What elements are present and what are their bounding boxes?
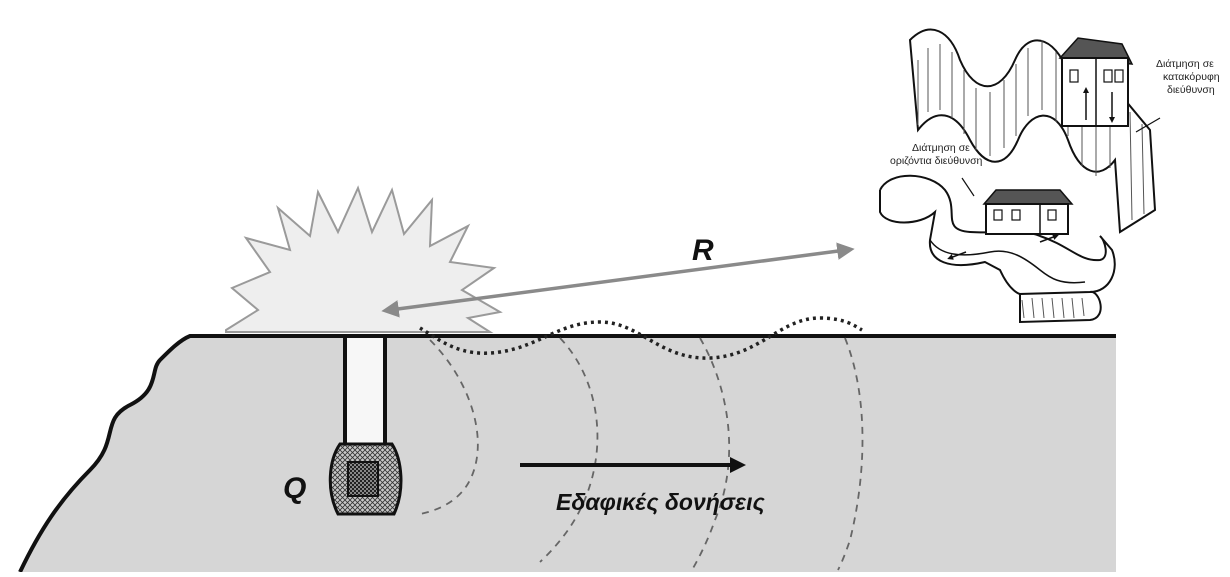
leader-line <box>1135 117 1161 133</box>
charge-label: Q <box>283 472 306 505</box>
meandering-strip-edge <box>929 239 1086 284</box>
meandering-ground-strip <box>879 174 1116 324</box>
window <box>1047 209 1057 221</box>
wave-front-4 <box>837 337 864 571</box>
wavy-ground-block <box>908 28 1157 234</box>
window <box>1011 209 1021 221</box>
ground-outline <box>18 334 345 573</box>
small-house-wall <box>985 203 1069 235</box>
left-arrow <box>947 251 967 260</box>
wave-front-1 <box>419 339 479 515</box>
leader-line <box>961 177 975 197</box>
window <box>1069 69 1079 83</box>
right-arrow <box>1039 234 1059 243</box>
borehole <box>343 334 387 448</box>
wave-front-2 <box>539 337 599 563</box>
horizontal-shear-label: Διάτμηση σε οριζόντια διεύθυνση <box>890 142 983 167</box>
strip-hatching <box>1021 297 1085 319</box>
distance-label: R <box>692 234 714 267</box>
window <box>993 209 1003 221</box>
explosive-charge <box>347 461 379 497</box>
building-damage-illustration: Διάτμηση σε κατακόρυφη διεύθυνση Διάτμησ… <box>879 28 1223 324</box>
explosion-burst <box>225 185 503 333</box>
vibrations-label: Εδαφικές δονήσεις <box>556 489 765 515</box>
small-house-roof <box>982 189 1074 205</box>
distance-arrow <box>381 242 855 318</box>
window <box>1114 69 1124 83</box>
vertical-shear-label: Διάτμηση σε κατακόρυφη διεύθυνση <box>1156 58 1223 96</box>
tall-house-wall <box>1061 57 1129 127</box>
ground-mass <box>20 336 1116 572</box>
window <box>1103 69 1113 83</box>
wave-front-3 <box>691 337 730 571</box>
